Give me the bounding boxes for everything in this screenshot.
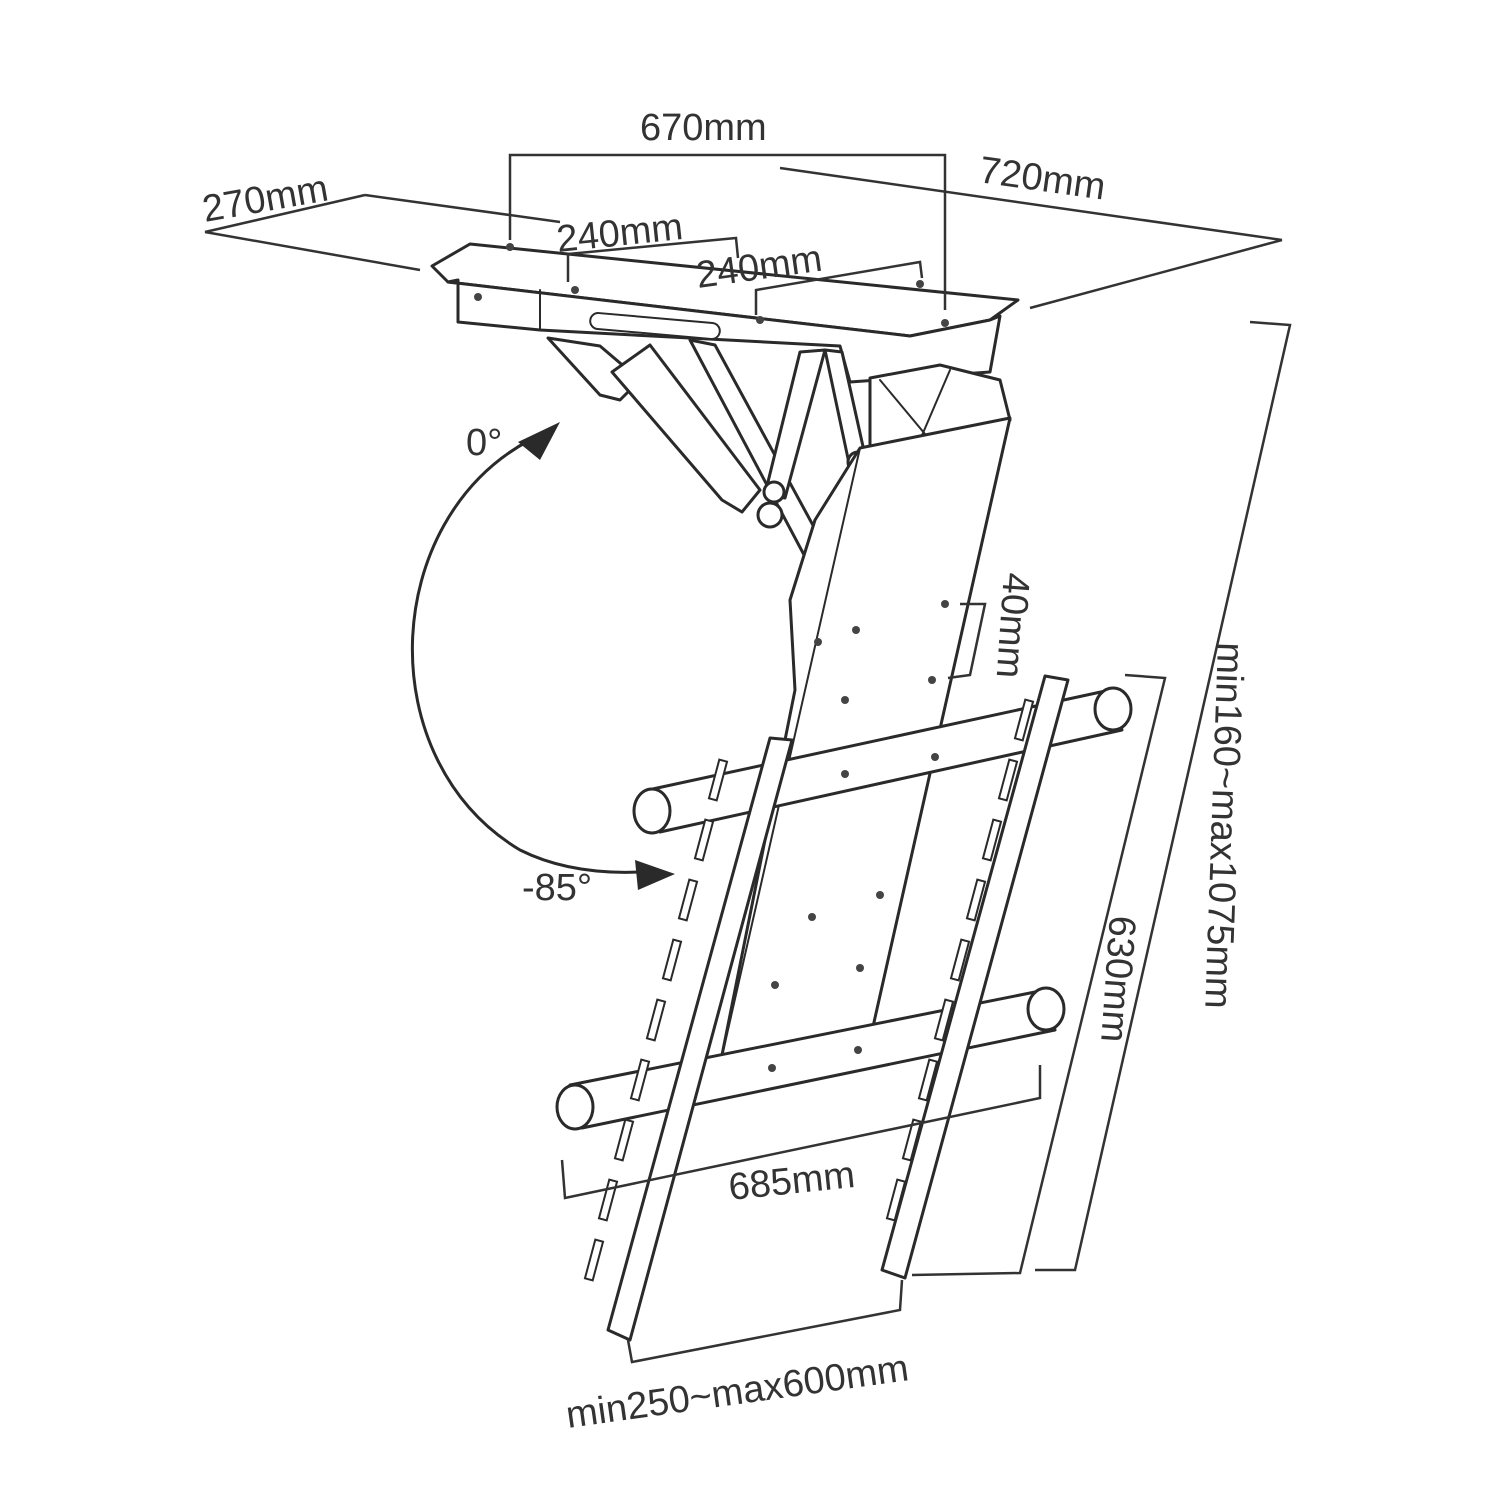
label-angle-0: 0° — [466, 422, 502, 464]
label-685mm: 685mm — [727, 1154, 857, 1209]
right-vesa-rail — [880, 674, 1070, 1280]
label-670mm: 670mm — [640, 107, 767, 149]
dim-line-270 — [204, 230, 421, 272]
dim-line-720 — [779, 166, 1283, 242]
label-angle-minus-85: -85° — [522, 867, 592, 909]
label-vesa-range: min250~max600mm — [563, 1347, 911, 1437]
label-630mm: 630mm — [1092, 914, 1143, 1043]
dim-line-40 — [947, 602, 987, 680]
dim-line-240-b — [754, 260, 924, 315]
dim-line-670 — [508, 153, 947, 310]
label-270mm: 270mm — [199, 167, 331, 230]
dimension-lines — [204, 153, 1292, 1364]
label-240mm-a: 240mm — [555, 206, 685, 261]
left-vesa-rail — [583, 736, 794, 1342]
dim-line-height — [1035, 320, 1292, 1272]
dim-line-240-a — [566, 236, 740, 282]
dim-line-630 — [911, 673, 1167, 1277]
tilt-arc-arrow — [410, 422, 675, 890]
label-40mm: 40mm — [988, 571, 1037, 679]
ceiling-plate — [430, 242, 1020, 384]
dim-line-vesa — [626, 1279, 904, 1364]
motor-linkage — [546, 336, 1012, 590]
dim-line-685 — [560, 1065, 1042, 1200]
